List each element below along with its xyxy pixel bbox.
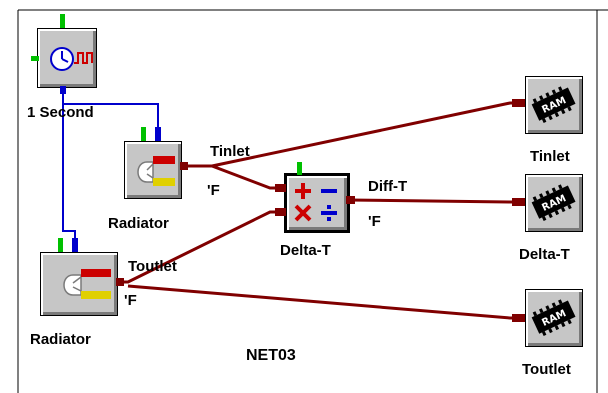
wire-label-diff-unit: 'F [368,213,381,230]
radiator-top-clock-port-green[interactable] [141,127,146,141]
sensor-probe-icon [63,269,111,299]
ram-chip-icon: RAM [531,184,576,222]
radiator-bottom-label: Radiator [30,331,91,348]
radiator-bottom-output-port[interactable] [116,278,124,286]
diagram-name: NET03 [246,347,296,364]
radiator-bottom-block[interactable] [40,252,118,316]
ram-delta-block[interactable]: RAM [525,174,583,232]
wire-label-tinlet-unit: 'F [207,182,220,199]
wire-toutlet-to-ram[interactable] [127,284,523,320]
radiator-top-label: Radiator [108,215,169,232]
clock-input-port[interactable] [60,14,65,28]
radiator-bottom-clock-port-blue[interactable] [72,238,78,252]
wire-diff-to-ram[interactable] [348,198,523,204]
delta-t-label: Delta-T [280,242,331,259]
wire-label-toutlet-unit: 'F [124,292,137,309]
wire-label-toutlet: Toutlet [128,258,177,275]
clock-wire-bottom-radiator[interactable] [62,104,76,243]
ram-toutlet-block[interactable]: RAM [525,289,583,347]
delta-t-block[interactable] [284,173,350,233]
delta-t-output-port[interactable] [346,196,355,204]
sensor-probe-icon [137,156,175,186]
delta-t-clock-port[interactable] [297,162,302,175]
ram-toutlet-input-port[interactable] [512,314,525,322]
clock-output-port[interactable] [60,86,66,94]
ram-tinlet-label: Tinlet [530,148,570,165]
ram-delta-input-port[interactable] [512,198,525,206]
radiator-bottom-clock-port-green[interactable] [58,238,63,252]
radiator-top-block[interactable] [124,141,182,199]
clock-block-label: 1 Second [27,104,94,121]
wire-tinlet-to-delta[interactable] [181,164,283,190]
wire-tinlet-to-ram[interactable] [211,101,523,168]
ram-tinlet-block[interactable]: RAM [525,76,583,134]
clock-side-port[interactable] [31,56,39,61]
wire-label-tinlet: Tinlet [210,143,250,160]
delta-t-input-b-port[interactable] [275,208,286,216]
delta-t-input-a-port[interactable] [275,184,286,192]
radiator-top-clock-port-blue[interactable] [155,127,161,141]
ram-chip-icon: RAM [531,299,576,337]
ram-delta-label: Delta-T [519,246,570,263]
clock-block[interactable] [37,28,97,88]
ram-toutlet-label: Toutlet [522,361,571,378]
arithmetic-icon [294,183,337,222]
clock-pulse-icon [50,47,93,71]
wire-label-diff: Diff-T [368,178,408,195]
radiator-top-output-port[interactable] [180,162,188,170]
clock-wire-top-radiator[interactable] [62,93,159,130]
ram-chip-icon: RAM [531,86,576,124]
ram-tinlet-input-port[interactable] [512,99,525,107]
